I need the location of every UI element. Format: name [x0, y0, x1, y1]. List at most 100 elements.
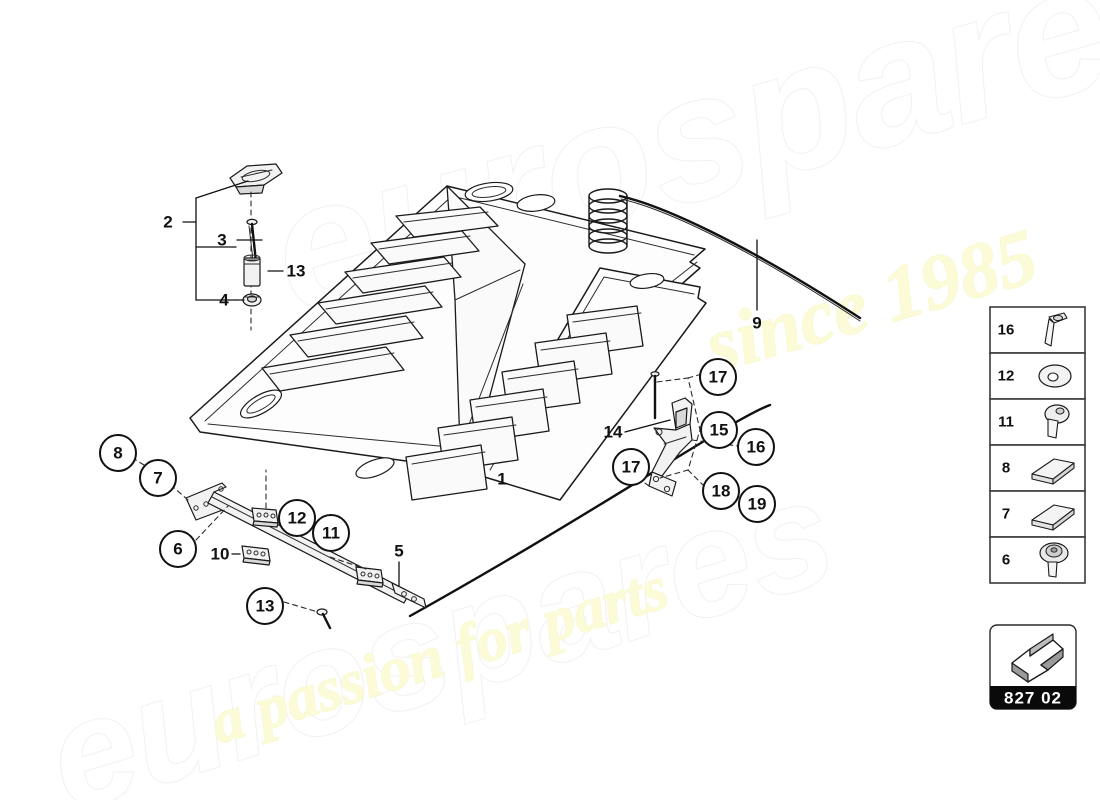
legend-row-11[interactable]: 11: [989, 398, 1086, 446]
loose-clip-part-10: [241, 545, 271, 566]
seal-rail-group: [135, 459, 427, 630]
callout-5[interactable]: 5: [394, 542, 403, 561]
rubber-block-icon: [1031, 504, 1075, 531]
callout-14[interactable]: 14: [604, 423, 623, 442]
vent-hole-lower-mid: [355, 457, 395, 479]
3d-arrow-icon: [1011, 633, 1064, 683]
dash-8: [135, 459, 145, 466]
legend-row-box: [989, 398, 1086, 446]
callout-label: 10: [211, 545, 230, 564]
callout-label: 13: [256, 597, 275, 616]
emblem-fastener-detail-group: [182, 163, 284, 331]
callout-15[interactable]: 15: [700, 411, 738, 449]
engine-cover-panel: [189, 181, 707, 501]
callout-label: 1: [497, 470, 506, 489]
latch-arm: [651, 423, 693, 477]
legend-row-number: 7: [1002, 506, 1010, 523]
callout-4[interactable]: 4: [219, 291, 229, 310]
callout-12[interactable]: 12: [278, 499, 316, 537]
callout-17[interactable]: 17: [612, 448, 650, 486]
callout-circle: [738, 485, 776, 523]
callout-circle: [139, 459, 177, 497]
callout-label: 12: [288, 509, 307, 528]
rail-clip-lower: [355, 566, 384, 588]
callout-10[interactable]: 10: [211, 545, 230, 564]
vent-hole-upper-2: [516, 194, 556, 212]
part-number-badge[interactable]: 827 02: [989, 624, 1077, 710]
dash-11: [329, 556, 367, 570]
legend-row-number: 8: [1002, 460, 1010, 477]
callout-circle: [702, 472, 740, 510]
callout-label: 14: [604, 423, 623, 442]
callout-16[interactable]: 16: [737, 428, 775, 466]
legend-row-number: 12: [998, 368, 1015, 385]
rail-clip-upper: [251, 507, 279, 528]
callout-circle: [737, 428, 775, 466]
flange-screw-icon: [1039, 542, 1069, 578]
callout-label: 9: [752, 314, 761, 333]
striker-pin-part-14: [650, 371, 660, 420]
nut-part-4: [242, 293, 262, 307]
callout-circle: [312, 514, 350, 552]
dash-13-lower: [283, 601, 319, 613]
callout-circle: [699, 358, 737, 396]
callout-label: 18: [712, 482, 731, 501]
callout-13[interactable]: 13: [246, 587, 284, 625]
callout-label: 15: [710, 421, 729, 440]
callout-circle: [700, 411, 738, 449]
callout-label: 17: [709, 368, 728, 387]
spring-and-rod-group: [588, 188, 862, 322]
callout-6[interactable]: 6: [159, 530, 197, 568]
callout-label: 6: [173, 540, 182, 559]
legend-row-box: [989, 536, 1086, 584]
legend-panel: 16 12 11 8 7 6: [989, 306, 1086, 584]
dash-6: [195, 505, 229, 541]
callout-19[interactable]: 19: [738, 485, 776, 523]
callout-label: 17: [622, 458, 641, 477]
bracket-arm-top: [195, 180, 249, 199]
callout-label: 8: [113, 444, 122, 463]
rail-end-eye: [391, 582, 427, 609]
callout-circle: [159, 530, 197, 568]
callout-11[interactable]: 11: [312, 514, 350, 552]
legend-row-16[interactable]: 16: [989, 306, 1086, 354]
rubber-block-icon: [1031, 458, 1075, 485]
callout-layer: 2 3 13 4 9 1 14 10 5 87 6 12 11 13 17 15 16 17 18 19: [99, 213, 776, 625]
callout-label: 4: [219, 291, 229, 310]
sleeve-part-13: [243, 254, 261, 287]
callout-label: 16: [747, 438, 766, 457]
callout-17[interactable]: 17: [699, 358, 737, 396]
callout-13[interactable]: 13: [287, 262, 306, 281]
legend-row-6[interactable]: 6: [989, 536, 1086, 584]
badge-number-bar: [990, 686, 1076, 709]
callout-18[interactable]: 18: [702, 472, 740, 510]
callout-label: 19: [748, 495, 767, 514]
button-head-screw-icon: [1044, 404, 1070, 439]
legend-row-box: [989, 352, 1086, 400]
vent-hole-right: [629, 272, 665, 290]
callout-3[interactable]: 3: [217, 231, 226, 250]
callout-circle: [246, 587, 284, 625]
coil-spring-part: [588, 188, 628, 254]
callout-1[interactable]: 1: [497, 470, 506, 489]
legend-row-7[interactable]: 7: [989, 490, 1086, 538]
legend-row-box: [989, 306, 1086, 354]
callout-label: 11: [322, 524, 340, 543]
callout-8[interactable]: 8: [99, 434, 137, 472]
leader-14: [624, 419, 671, 433]
legend-row-number: 16: [998, 322, 1015, 339]
dash-18: [687, 469, 704, 486]
legend-row-number: 6: [1002, 552, 1010, 569]
callout-label: 2: [163, 213, 172, 232]
legend-row-12[interactable]: 12: [989, 352, 1086, 400]
legend-row-8[interactable]: 8: [989, 444, 1086, 492]
dash-7: [171, 485, 189, 501]
legend-row-number: 11: [998, 414, 1014, 431]
callout-7[interactable]: 7: [139, 459, 177, 497]
screw-part-13-lower: [316, 608, 332, 630]
callout-2[interactable]: 2: [163, 213, 172, 232]
callout-9[interactable]: 9: [752, 314, 761, 333]
vent-hole-lower-left: [239, 389, 283, 419]
louvre-bank-upper: [261, 206, 499, 392]
